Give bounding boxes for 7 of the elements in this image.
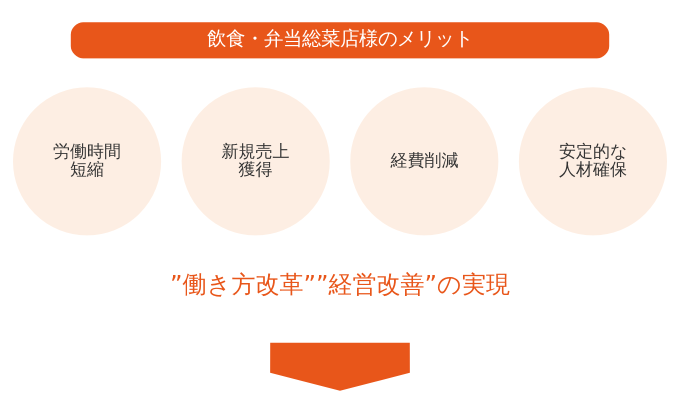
- node-circle: 新規売上獲得: [182, 87, 330, 236]
- node-box: 飲食・弁当総菜店様のメリット: [70, 22, 610, 58]
- node-text: ”働き方改革””経営改善”の実現: [170, 270, 510, 299]
- node-circle: 安定的な人材確保: [518, 87, 668, 236]
- node-circle: 労働時間短縮: [12, 87, 162, 236]
- node-arrow: [270, 342, 410, 391]
- node-circle: 経費削減: [350, 87, 498, 236]
